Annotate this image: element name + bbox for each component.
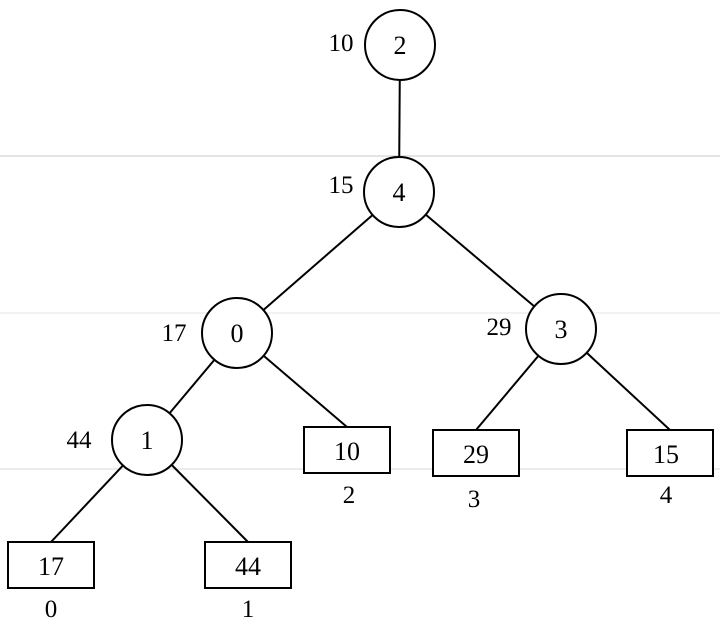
tree-node-1: 1 44 xyxy=(67,404,183,476)
tree-edge xyxy=(50,464,124,543)
tree-edge xyxy=(170,464,249,543)
tree-edge xyxy=(475,355,540,431)
edges xyxy=(50,79,671,543)
leaf-rect xyxy=(303,426,391,474)
leaf-box-3: 29 3 xyxy=(432,429,520,513)
node-key: 10 xyxy=(329,30,354,57)
tree-edge xyxy=(398,79,401,158)
leaf-rect xyxy=(626,429,714,477)
node-circle xyxy=(525,293,597,365)
node-circle xyxy=(201,297,273,369)
leaf-box-4: 15 4 xyxy=(626,429,714,509)
leaf-index: 4 xyxy=(660,482,673,509)
node-label: 2 xyxy=(394,31,407,60)
node-circle xyxy=(364,9,436,81)
node-label: 4 xyxy=(393,178,406,207)
node-circle xyxy=(363,156,435,228)
leaf-box-0: 17 0 xyxy=(7,541,95,623)
tree-edge xyxy=(262,354,348,428)
node-circle xyxy=(111,404,183,476)
leaf-value: 17 xyxy=(38,552,64,581)
tree-node-0: 0 17 xyxy=(162,297,273,369)
leaf-index: 0 xyxy=(45,596,58,623)
leaf-value: 29 xyxy=(463,440,489,469)
leaf-index: 3 xyxy=(468,486,481,513)
leaf-box-1: 44 1 xyxy=(204,541,292,623)
node-label: 1 xyxy=(141,426,154,455)
node-key: 44 xyxy=(67,427,93,454)
leaf-index: 2 xyxy=(343,482,356,509)
tree-node-4: 4 15 xyxy=(329,156,435,228)
leaf-value: 15 xyxy=(653,440,679,469)
leaf-index: 1 xyxy=(242,596,255,623)
tree-edge xyxy=(168,359,216,414)
leaf-rect xyxy=(204,541,292,589)
node-label: 3 xyxy=(555,315,568,344)
tree-node-3: 3 29 xyxy=(487,293,597,365)
node-key: 29 xyxy=(487,314,512,341)
tree-edge xyxy=(585,352,671,431)
leaf-box-2: 10 2 xyxy=(303,426,391,509)
leaf-rect xyxy=(7,541,95,589)
node-label: 0 xyxy=(231,319,244,348)
tree-node-2: 2 10 xyxy=(329,9,436,81)
tree-edge xyxy=(425,213,535,308)
node-key: 15 xyxy=(329,172,354,199)
tree-edge xyxy=(262,214,374,311)
leaf-value: 44 xyxy=(235,552,261,581)
node-key: 17 xyxy=(162,320,187,347)
leaf-rect xyxy=(432,429,520,477)
leaf-value: 10 xyxy=(334,437,360,466)
